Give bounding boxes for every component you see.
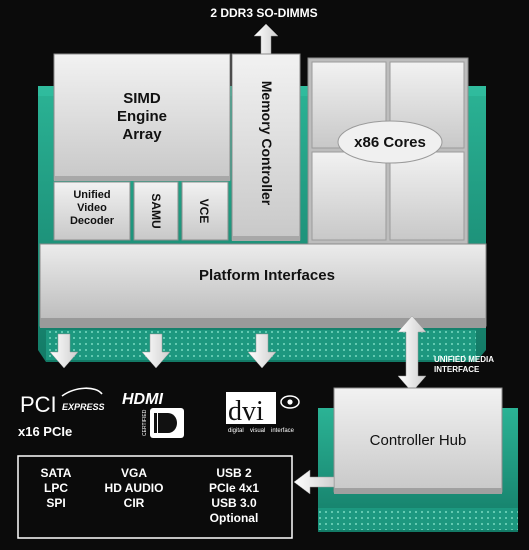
io-box: SATA LPC SPI VGA HD AUDIO CIR USB 2 PCIe…: [17, 455, 293, 539]
platform-interfaces-label: Platform Interfaces: [199, 267, 335, 284]
io-vga: VGA: [121, 466, 147, 480]
pci-logo-bottom: EXPRESS: [62, 402, 105, 412]
dvi-tag-1: digital: [228, 428, 244, 434]
pci-logo-top: PCI: [20, 392, 57, 417]
x86-cores-badge: [337, 120, 443, 164]
umi-label-1: UNIFIED MEDIA: [434, 355, 494, 364]
samu-label: SAMU: [149, 193, 163, 228]
io-spi: SPI: [46, 496, 65, 510]
memory-label: 2 DDR3 SO-DIMMS: [210, 6, 317, 20]
hdmi-down-arrow: [141, 333, 171, 369]
controller-hub-label: Controller Hub: [370, 432, 467, 449]
io-hd-audio: HD AUDIO: [105, 481, 164, 495]
vce-block: VCE: [181, 181, 229, 241]
samu-block: SAMU: [133, 181, 179, 241]
dvi-down-arrow: [247, 333, 277, 369]
pcie-caption: x16 PCIe: [18, 424, 72, 439]
hdmi-logo-text: HDMI: [122, 391, 163, 408]
pcie-down-arrow: [49, 333, 79, 369]
dvi-tag-2: visual: [250, 428, 265, 434]
io-lpc: LPC: [44, 481, 68, 495]
eye-icon: [280, 395, 300, 409]
x86-cores-label: x86 Cores: [354, 134, 426, 151]
simd-engine-array: SIMD Engine Array: [53, 53, 231, 181]
uvd-label-2: Video: [77, 202, 107, 214]
dvi-logo-text: dvi: [228, 396, 264, 427]
controller-hub: Controller Hub: [318, 387, 518, 532]
simd-label-3: Array: [122, 126, 162, 143]
io-sata: SATA: [41, 466, 72, 480]
vce-label: VCE: [197, 199, 211, 224]
apu-die: [39, 243, 487, 328]
hub-to-io-arrow: [293, 469, 335, 495]
io-pcie4x1: PCIe 4x1: [209, 481, 259, 495]
io-usb3: USB 3.0: [211, 496, 257, 510]
io-cir: CIR: [124, 496, 145, 510]
uvd-label-3: Decoder: [70, 215, 115, 227]
hdmi-logo: HDMI CERTIFIED: [122, 391, 184, 438]
umi-label-2: INTERFACE: [434, 365, 480, 374]
unified-video-decoder: Unified Video Decoder: [53, 181, 131, 241]
dvi-tag-3: interface: [271, 428, 295, 434]
simd-label-1: SIMD: [123, 90, 161, 107]
io-usb2: USB 2: [216, 466, 252, 480]
pci-express-logo: PCI EXPRESS x16 PCIe: [18, 387, 105, 439]
memory-controller: Memory Controller: [231, 53, 301, 241]
hdmi-badge: CERTIFIED: [142, 409, 148, 436]
io-optional: Optional: [210, 511, 259, 525]
simd-label-2: Engine: [117, 108, 167, 125]
uvd-label-1: Unified: [73, 189, 110, 201]
x86-cores: x86 Cores: [307, 57, 469, 245]
memory-controller-label: Memory Controller: [259, 81, 275, 206]
dvi-logo: dvi digital visual interface: [224, 388, 304, 434]
